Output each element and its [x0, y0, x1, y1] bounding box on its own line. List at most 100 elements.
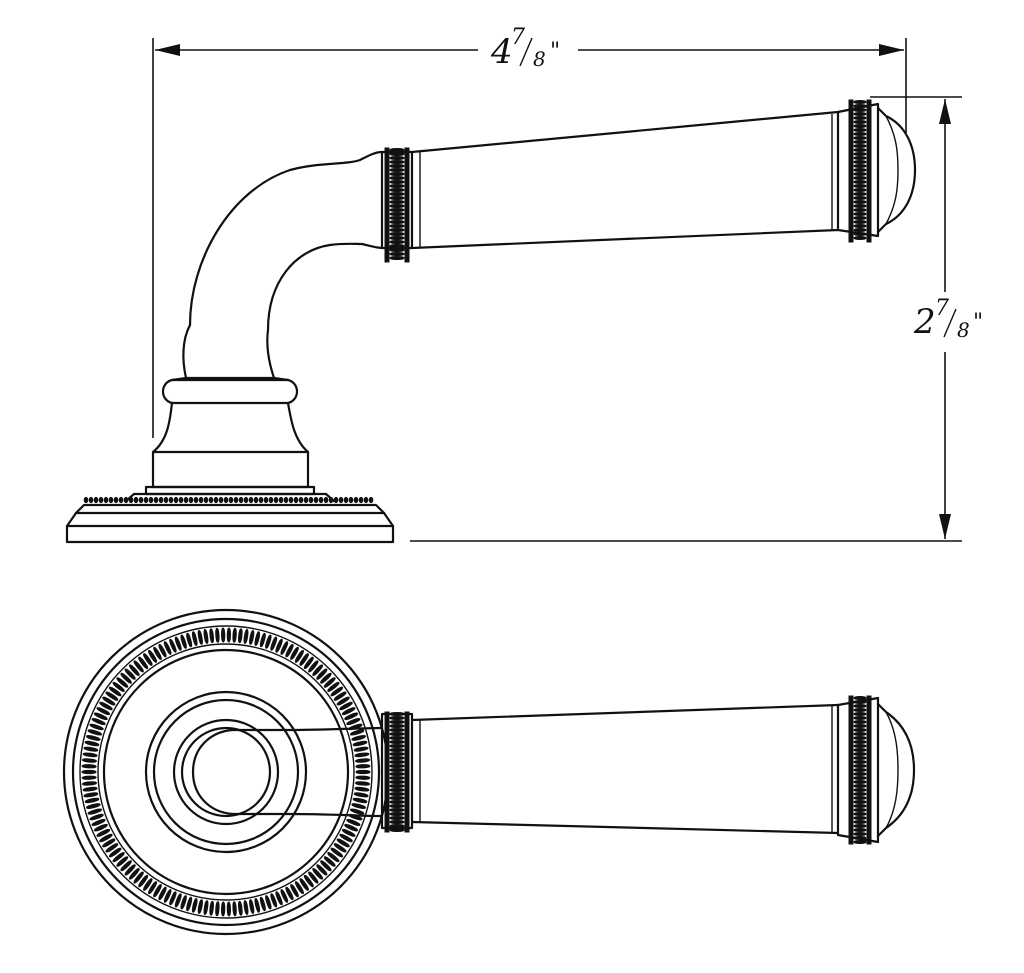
knurl-bead [853, 200, 867, 204]
width-arrow-left [155, 44, 180, 56]
height-arrow-bottom [939, 514, 951, 539]
height-numerator: 7 [935, 296, 949, 321]
knurl-bead [853, 824, 867, 828]
ring-band [404, 147, 410, 263]
knurl-bead [102, 696, 116, 706]
knurl-bead [389, 204, 405, 208]
ring-band [866, 695, 872, 845]
knurl-bead [389, 156, 405, 160]
knurl-bead [389, 756, 405, 760]
ring-band [384, 147, 390, 263]
knurl-bead [853, 820, 867, 824]
knurl-bead [238, 496, 244, 504]
knurl-bead [108, 686, 122, 697]
knurl-bead [853, 768, 867, 772]
knurl-bead [158, 886, 167, 901]
knurl-bead [853, 796, 867, 800]
knurl-bead [389, 720, 405, 724]
rosette-top-knurl [81, 627, 371, 917]
knurl-bead [243, 496, 249, 504]
knurl-bead [213, 496, 219, 504]
knurl-bead [389, 812, 405, 816]
knurl-bead [389, 824, 405, 828]
knurl-bead [259, 896, 266, 912]
knurl-bead [148, 496, 154, 504]
knurl-bead [355, 775, 371, 780]
knurl-bead [275, 891, 283, 906]
knurl-bead [853, 752, 867, 756]
height-denominator: 8 [957, 318, 970, 342]
knurl-bead [853, 164, 867, 168]
knurl-bead [853, 728, 867, 732]
knurl-bead [355, 764, 371, 769]
knurl-bead [853, 776, 867, 780]
knurl-bead [339, 833, 353, 843]
knurl-bead [105, 843, 119, 853]
knurl-bead [341, 707, 356, 716]
knurl-bead [280, 641, 289, 655]
knurl-bead [853, 172, 867, 176]
knurl-bead [389, 152, 405, 156]
width-dimension: 4 7 8 " [152, 25, 907, 438]
top-lever-arm [191, 726, 384, 818]
knurl-bead [86, 803, 101, 809]
knurl-bead [351, 735, 366, 741]
knurl-bead [113, 496, 119, 504]
knurl-bead [853, 744, 867, 748]
knurl-bead [352, 797, 368, 804]
knurl-bead [268, 496, 274, 504]
knurl-bead [853, 708, 867, 712]
knurl-bead [389, 744, 405, 748]
knurl-bead [203, 900, 209, 915]
knurl-bead [346, 818, 361, 826]
knurl-bead [389, 788, 405, 792]
knurl-bead [344, 712, 359, 720]
knurl-bead [299, 878, 309, 891]
knurl-bead [312, 867, 324, 880]
rosette-knurl-band [83, 496, 374, 504]
knurl-bead [853, 180, 867, 184]
knurl-bead [348, 496, 354, 504]
knurl-bead [316, 668, 328, 680]
knurl-bead [355, 781, 370, 786]
knurl-bead [389, 212, 405, 216]
knurl-bead [209, 628, 214, 644]
knurl-bead [389, 236, 405, 240]
knurl-bead [853, 124, 867, 128]
knurl-bead [853, 168, 867, 172]
knurl-bead [108, 847, 122, 858]
knurl-bead [853, 800, 867, 804]
knurl-bead [180, 634, 187, 649]
knurl-bead [81, 764, 97, 769]
knurl-bead [221, 901, 226, 917]
knurl-bead [354, 786, 370, 792]
knurl-bead [232, 901, 237, 917]
knurl-bead [389, 752, 405, 756]
knurl-bead [853, 108, 867, 112]
side-view [65, 99, 917, 544]
knurl-bead [853, 144, 867, 148]
width-arrow-right [879, 44, 904, 56]
knurl-bead [389, 160, 405, 164]
knurl-bead [853, 716, 867, 720]
knurl-bead [389, 252, 405, 256]
top-end-ring-knurl [848, 695, 872, 845]
knurl-bead [254, 631, 261, 646]
knurl-bead [89, 723, 104, 731]
knurl-bead [148, 649, 158, 663]
knurl-bead [853, 704, 867, 708]
knurl-bead [294, 649, 304, 663]
knurl-bead [363, 496, 369, 504]
knurl-bead [853, 232, 867, 236]
knurl-bead [163, 641, 172, 655]
knurl-bead [128, 664, 140, 677]
knurl-bead [102, 838, 116, 848]
knurl-bead [265, 634, 272, 649]
knurl-bead [389, 168, 405, 172]
knurl-bead [368, 496, 374, 504]
knurl-bead [243, 629, 249, 644]
knurl-bead [389, 148, 405, 152]
knurl-bead [124, 668, 136, 680]
knurl-bead [263, 496, 269, 504]
knurl-bead [153, 646, 162, 660]
